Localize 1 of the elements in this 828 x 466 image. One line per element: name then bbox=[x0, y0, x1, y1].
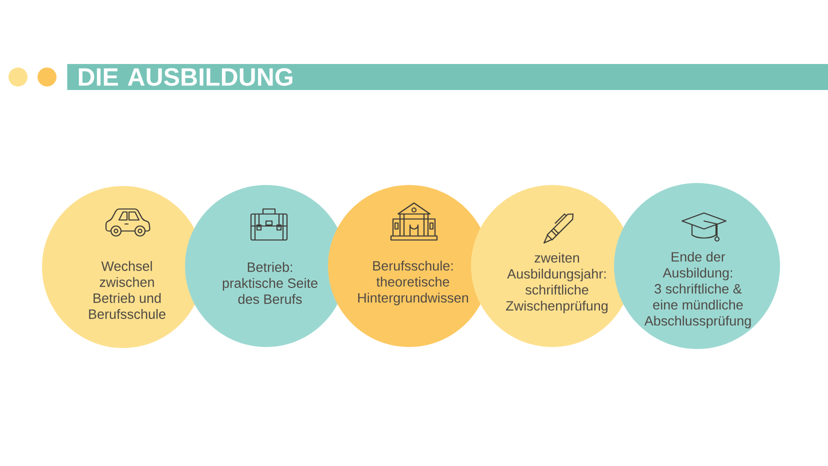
title-bar: DIE AUSBILDUNG bbox=[67, 64, 828, 90]
